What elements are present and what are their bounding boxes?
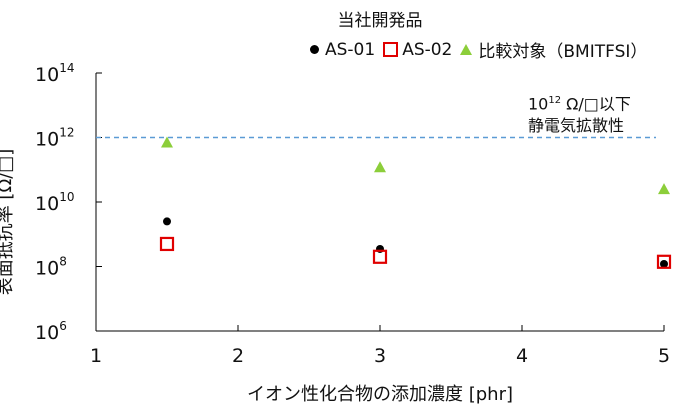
x-axis-label: イオン性化合物の添加濃度 [phr] bbox=[247, 384, 513, 405]
threshold-annotation: 1012 Ω/□以下 静電気拡散性 bbox=[528, 90, 631, 137]
x-tick-label: 1 bbox=[90, 345, 102, 367]
as01-data-point bbox=[660, 259, 668, 268]
x-tick-label: 4 bbox=[516, 345, 528, 367]
as02-data-point bbox=[159, 236, 175, 252]
legend: AS-01 AS-02 比較対象（BMITFSI） bbox=[310, 37, 655, 62]
x-tick-label: 5 bbox=[658, 345, 670, 367]
legend-label-as02: AS-02 bbox=[402, 39, 453, 60]
legend-circle-marker bbox=[310, 45, 319, 54]
legend-item-as01: AS-01 bbox=[310, 40, 375, 60]
comparison-data-point bbox=[658, 183, 670, 195]
legend-triangle-marker bbox=[460, 44, 473, 55]
annotation-line-2: 静電気拡散性 bbox=[528, 116, 625, 136]
y-tick-label: 1010 bbox=[35, 190, 74, 215]
x-tick-label: 2 bbox=[232, 345, 244, 367]
as01-data-point bbox=[163, 217, 171, 226]
as02-data-point bbox=[372, 249, 388, 264]
legend-title: 当社開発品 bbox=[337, 11, 423, 31]
y-tick-label: 1012 bbox=[35, 126, 74, 151]
legend-item-as02: AS-02 bbox=[383, 40, 452, 60]
comparison-data-point bbox=[374, 161, 386, 173]
x-tick-label: 3 bbox=[374, 345, 386, 367]
annotation-line-1: 1012 Ω/□以下 bbox=[528, 94, 631, 114]
legend-item-comparison: 比較対象（BMITFSI） bbox=[460, 37, 647, 62]
y-tick-label: 1014 bbox=[35, 61, 74, 86]
legend-square-marker bbox=[383, 42, 399, 57]
y-tick-label: 106 bbox=[35, 319, 67, 344]
legend-label-comparison: 比較対象（BMITFSI） bbox=[478, 42, 648, 62]
comparison-data-point bbox=[161, 136, 173, 148]
y-tick-label: 108 bbox=[35, 255, 67, 280]
legend-label-as01: AS-01 bbox=[325, 39, 376, 60]
as02-data-point bbox=[656, 254, 672, 269]
